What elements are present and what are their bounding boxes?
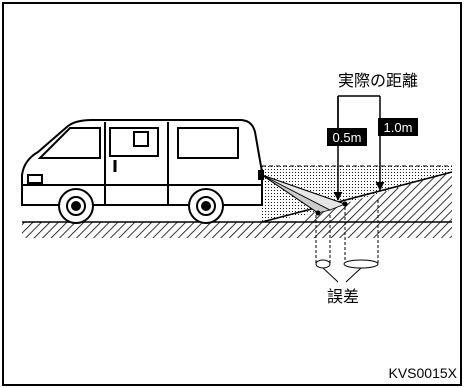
van-wheels	[58, 188, 224, 224]
echo-point-2	[342, 201, 348, 207]
sensor-icon	[258, 170, 264, 180]
error-ellipse-2	[343, 259, 379, 269]
beam-line-2	[261, 174, 346, 205]
tag-0-5m-box	[327, 128, 367, 146]
tag-0-5m: 0.5m	[333, 130, 362, 145]
actual-distance-title: 実際の距離	[338, 71, 418, 90]
error-pointer-2	[345, 267, 362, 283]
ground-hatch	[22, 222, 452, 238]
beam-line-1	[261, 174, 319, 214]
sensor-region	[262, 166, 452, 222]
error-ellipse-1	[315, 259, 331, 269]
echo-point-1	[315, 210, 321, 216]
slope-hatch	[305, 172, 452, 222]
tag-1-0m: 1.0m	[384, 120, 413, 135]
error-label: 誤差	[327, 287, 359, 306]
van	[21, 119, 263, 206]
error-indicators	[315, 200, 379, 264]
error-pointer-1	[322, 267, 339, 283]
tag-1-0m-box	[378, 118, 418, 136]
figure-code: KVS0015X	[389, 365, 458, 381]
